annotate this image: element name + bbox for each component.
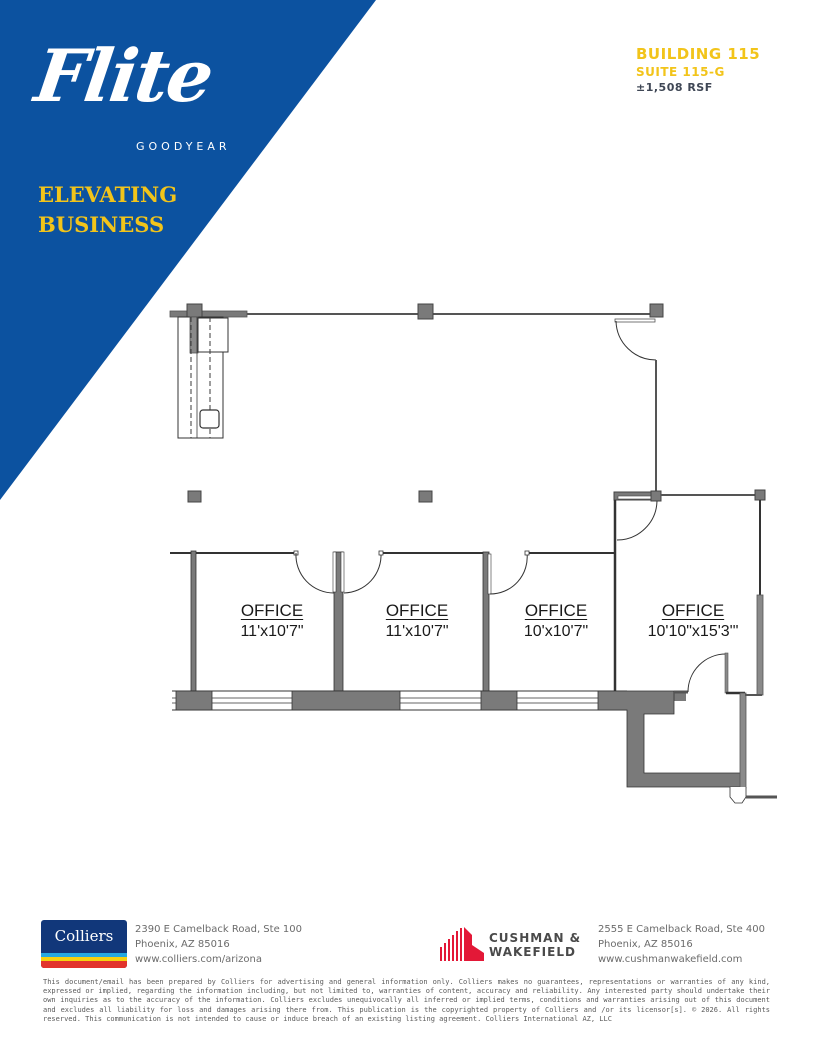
room-name: OFFICE (661, 601, 725, 620)
colliers-stripe-blue (41, 953, 127, 957)
colliers-logo-word: Colliers (54, 927, 114, 945)
colliers-address-line-1: 2390 E Camelback Road, Ste 100 (135, 924, 302, 935)
cushman-address-line-1: 2555 E Camelback Road, Ste 400 (598, 924, 765, 935)
colliers-website-link[interactable]: www.colliers.com/arizona (135, 954, 262, 965)
cushman-wakefield-building-icon (440, 927, 484, 961)
colliers-address-line-2: Phoenix, AZ 85016 (135, 939, 230, 950)
room-dimensions: 11'x10'7" (240, 623, 304, 640)
building-number: BUILDING 115 (636, 45, 761, 63)
colliers-stripe-red (41, 961, 127, 968)
tagline-line-1: ELEVATING (38, 182, 178, 207)
cushman-website-link[interactable]: www.cushmanwakefield.com (598, 954, 743, 965)
room-label-office-1: OFFICE 11'x10'7" (222, 601, 322, 643)
room-name: OFFICE (385, 601, 449, 620)
room-dimensions: 11'x10'7" (385, 623, 449, 640)
cushman-wakefield-logo: CUSHMAN & WAKEFIELD (440, 927, 590, 963)
room-label-office-4: OFFICE 10'10"x15'3'" (628, 601, 758, 643)
room-name: OFFICE (240, 601, 304, 620)
room-dimensions: 10'10"x15'3'" (647, 623, 739, 640)
colliers-address: 2390 E Camelback Road, Ste 100 Phoenix, … (135, 922, 302, 967)
cushman-address: 2555 E Camelback Road, Ste 400 Phoenix, … (598, 922, 765, 967)
room-label-office-3: OFFICE 10'x10'7" (506, 601, 606, 643)
tagline-line-2: BUSINESS (38, 212, 165, 237)
suite-number: SUITE 115-G (636, 65, 725, 79)
tagline: ELEVATING BUSINESS (38, 180, 177, 240)
cushman-wakefield-wordmark: CUSHMAN & WAKEFIELD (489, 931, 581, 959)
cw-line-2: WAKEFIELD (489, 945, 576, 959)
legal-disclaimer: This document/email has been prepared by… (43, 978, 770, 1023)
suite-info: BUILDING 115 SUITE 115-G ±1,508 RSF (636, 44, 760, 95)
rentable-square-feet: ±1,508 RSF (636, 81, 713, 94)
room-dimensions: 10'x10'7" (523, 623, 589, 640)
room-label-office-2: OFFICE 11'x10'7" (367, 601, 467, 643)
colliers-logo: Colliers (41, 920, 127, 968)
goodyear-logo-subtext: GOODYEAR (136, 140, 231, 153)
cw-line-1: CUSHMAN & (489, 931, 582, 945)
flite-goodyear-logo: Flite GOODYEAR (30, 33, 226, 156)
cushman-address-line-2: Phoenix, AZ 85016 (598, 939, 693, 950)
colliers-stripe-yellow (41, 957, 127, 961)
room-name: OFFICE (524, 601, 588, 620)
